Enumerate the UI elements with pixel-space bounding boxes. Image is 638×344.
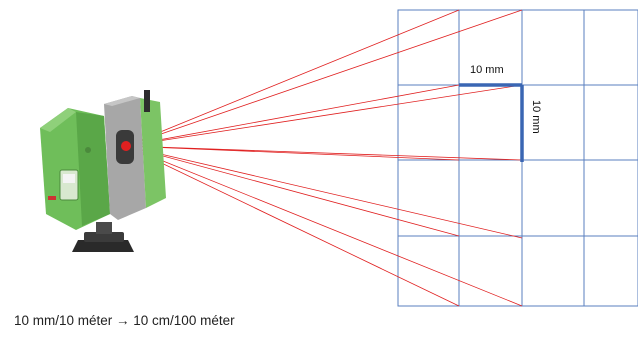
caption-text: 10 mm/10 méter → 10 cm/100 méter [14,313,235,328]
laser-beam [125,145,460,237]
spacing-marker [459,83,524,162]
laser-beam [125,9,460,147]
laser-beam [125,145,523,307]
laser-beams [125,9,523,307]
laser-beam [125,84,460,147]
vertical-spacing-label: 10 mm [530,100,542,134]
laser-beam [125,145,523,239]
laser-beam [125,9,523,147]
laser-beam [125,145,460,161]
laser-beam [125,84,523,147]
laser-beam [125,145,523,161]
horizontal-spacing-label: 10 mm [470,64,504,76]
laser-scanner-icon [40,90,166,252]
target-grid [397,9,638,307]
laser-beam [125,145,460,307]
grid-frame [397,9,638,307]
